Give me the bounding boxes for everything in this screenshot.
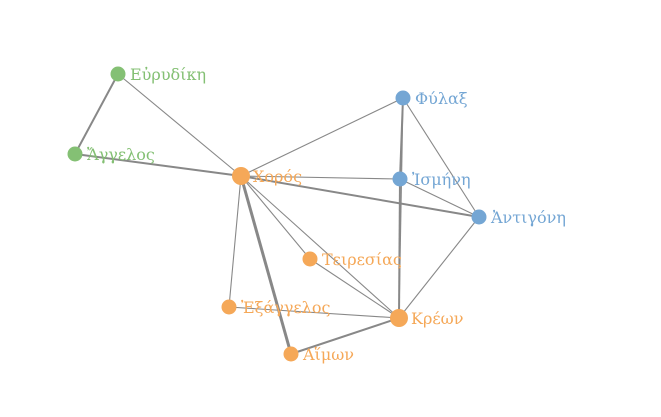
node-label-kreon: Κρέων: [411, 309, 463, 328]
edge-ismene-antigone: [399, 178, 480, 218]
node-label-exangelos: Ἐξάγγελος: [241, 298, 330, 317]
node-teiresias[interactable]: [302, 251, 318, 267]
node-ismene[interactable]: [392, 171, 408, 187]
node-label-eurydike: Εὐρυδίκη: [130, 65, 206, 84]
edge-eurydike-angelos: [74, 73, 119, 155]
node-label-teiresias: Τειρεσίας: [322, 250, 402, 269]
edge-antigone-kreon: [398, 216, 480, 319]
node-choros[interactable]: [232, 167, 250, 185]
node-angelos[interactable]: [67, 146, 83, 162]
node-kreon[interactable]: [390, 309, 408, 327]
edge-phylax-antigone: [402, 97, 480, 218]
edge-choros-phylax: [240, 97, 404, 177]
node-label-ismene: Ἰσμήνη: [412, 170, 471, 189]
edge-eurydike-choros: [117, 73, 242, 177]
edge-kreon-haimon: [290, 317, 400, 355]
edges-layer: [74, 73, 480, 355]
node-label-choros: Χορός: [253, 167, 302, 186]
node-phylax[interactable]: [395, 90, 411, 106]
edge-choros-teiresias: [240, 175, 311, 260]
node-label-antigone: Ἀντιγόνη: [490, 208, 566, 227]
edge-angelos-choros: [74, 153, 242, 177]
edge-choros-antigone: [240, 175, 480, 218]
node-haimon[interactable]: [283, 346, 299, 362]
edge-teiresias-kreon: [309, 258, 400, 319]
edge-choros-exangelos: [228, 175, 242, 308]
edge-choros-ismene: [240, 175, 401, 180]
edge-choros-kreon: [240, 175, 400, 319]
node-label-angelos: Ἄγγελος: [87, 145, 155, 164]
node-exangelos[interactable]: [221, 299, 237, 315]
nodes-layer: [67, 66, 487, 362]
node-antigone[interactable]: [471, 209, 487, 225]
node-label-phylax: Φύλαξ: [415, 89, 468, 108]
node-label-haimon: Αἵμων: [302, 345, 354, 364]
edge-choros-haimon: [239, 175, 293, 355]
edge-exangelos-kreon: [228, 306, 400, 319]
node-eurydike[interactable]: [110, 66, 126, 82]
edge-ismene-kreon: [398, 178, 401, 319]
